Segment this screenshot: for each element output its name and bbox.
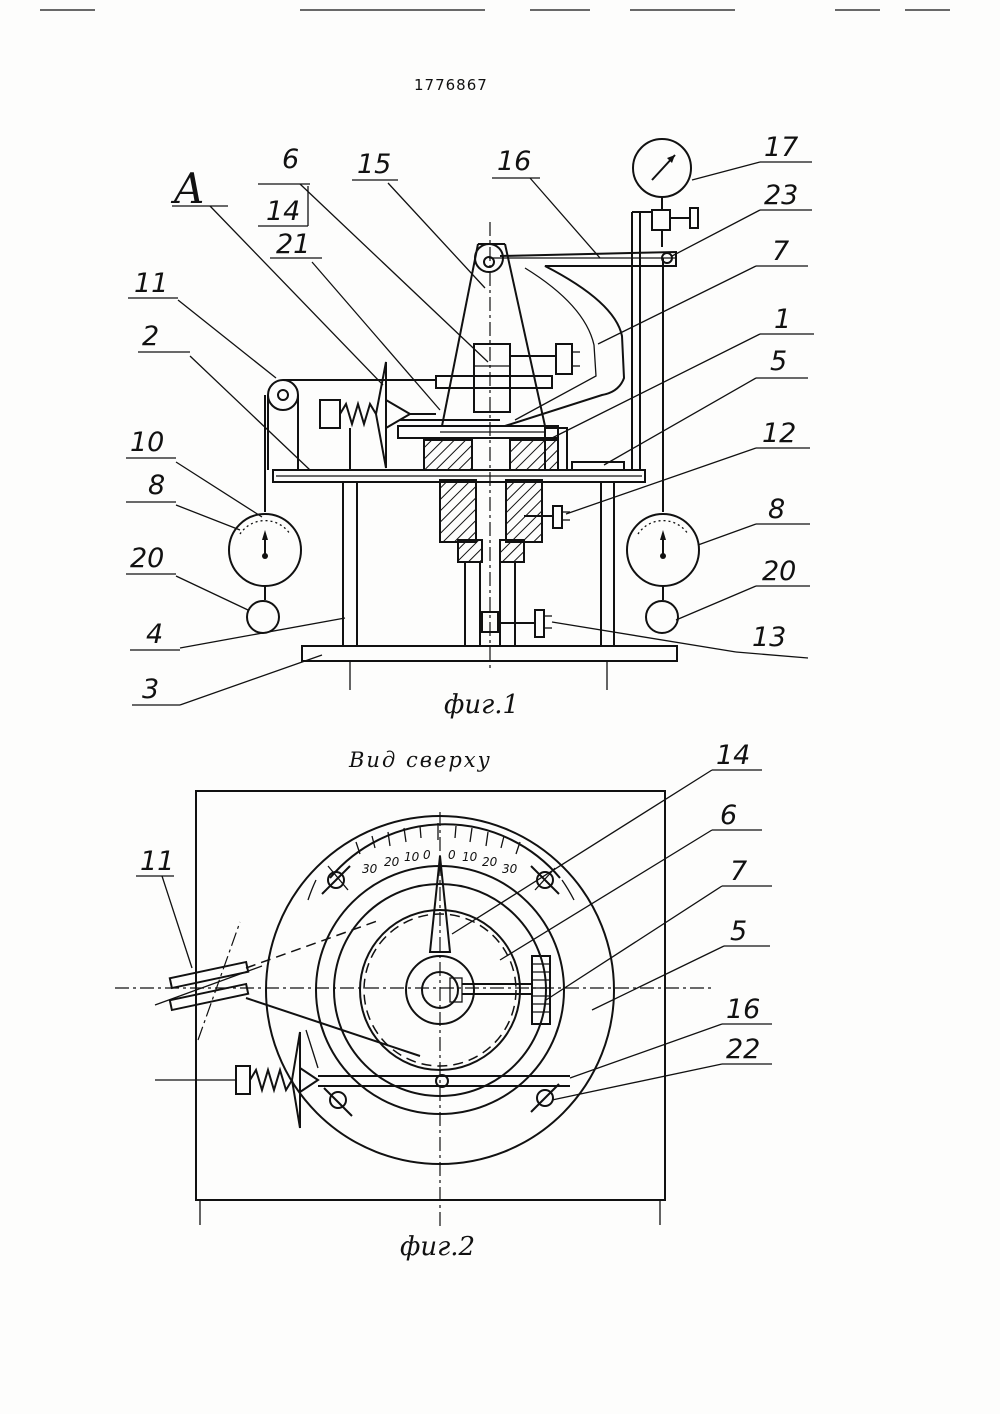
label-10: 10	[130, 427, 164, 458]
label-2: 2	[142, 321, 159, 352]
label-1: 1	[774, 304, 791, 335]
label-15: 15	[357, 149, 391, 180]
scale-mark: 10	[462, 850, 478, 864]
label-21: 21	[276, 229, 310, 260]
label-23: 23	[764, 180, 798, 211]
fig2-label-5: 5	[730, 916, 747, 947]
scale-mark: 0	[423, 848, 431, 862]
fig2-label-11: 11	[140, 846, 174, 877]
label-14: 14	[266, 196, 300, 227]
fig2-label-22: 22	[726, 1034, 760, 1065]
figure-1: A 6 14 21 15 16 17 23 7 11 2 1 5 12 10 8…	[126, 132, 814, 705]
label-20-left: 20	[130, 543, 164, 574]
scale-mark: 10	[404, 850, 420, 864]
label-6: 6	[282, 144, 299, 175]
figure-2-caption: фиг.2	[400, 1232, 475, 1262]
scale-mark: 30	[502, 862, 518, 876]
label-A: A	[170, 164, 204, 213]
fig2-label-16: 16	[726, 994, 760, 1025]
label-12: 12	[762, 418, 796, 449]
label-4: 4	[146, 619, 163, 650]
label-13: 13	[752, 622, 786, 653]
label-17: 17	[764, 132, 798, 163]
label-5: 5	[770, 346, 787, 377]
figure-2-view-title: Вид сверху	[349, 748, 492, 772]
label-3: 3	[142, 674, 159, 705]
scale-mark: 0	[448, 848, 456, 862]
pulley-assembly	[155, 922, 262, 1040]
figure-2: 30 20 10 0 0 10 20 30	[115, 740, 772, 1230]
scale-mark: 30	[362, 862, 378, 876]
label-8-right: 8	[768, 494, 785, 525]
fig2-label-6: 6	[720, 800, 737, 831]
label-20-right: 20	[762, 556, 796, 587]
fig2-label-14: 14	[716, 740, 750, 771]
label-16: 16	[497, 146, 531, 177]
figure-1-caption: фиг.1	[444, 690, 519, 720]
label-11: 11	[134, 268, 168, 299]
label-8-left: 8	[148, 470, 165, 501]
label-7: 7	[772, 236, 789, 267]
scale-mark: 20	[384, 855, 400, 869]
scale-mark: 20	[482, 855, 498, 869]
fig2-label-7: 7	[730, 856, 747, 887]
